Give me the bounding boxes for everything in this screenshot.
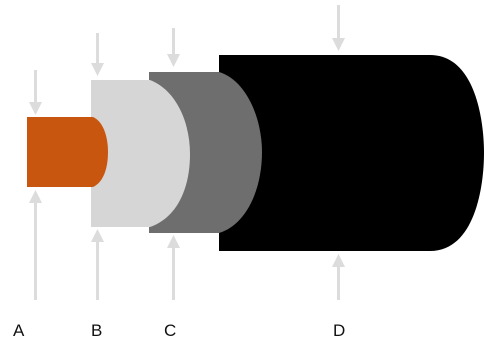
label-b: B xyxy=(91,321,103,340)
arrow-d-top xyxy=(332,5,345,51)
arrow-b-top xyxy=(91,33,104,76)
arrow-a-top xyxy=(29,70,42,115)
arrow-b-bottom xyxy=(91,229,104,300)
arrow-c-bottom xyxy=(167,235,180,300)
label-d: D xyxy=(333,321,346,340)
label-c: C xyxy=(164,321,177,340)
insulator-layer xyxy=(91,80,190,227)
conductor-core xyxy=(27,117,108,187)
arrow-a-bottom xyxy=(29,190,42,300)
jacket-layer xyxy=(219,55,484,251)
arrow-c-top xyxy=(167,28,180,67)
label-a: A xyxy=(13,321,25,340)
arrow-d-bottom xyxy=(332,254,345,300)
